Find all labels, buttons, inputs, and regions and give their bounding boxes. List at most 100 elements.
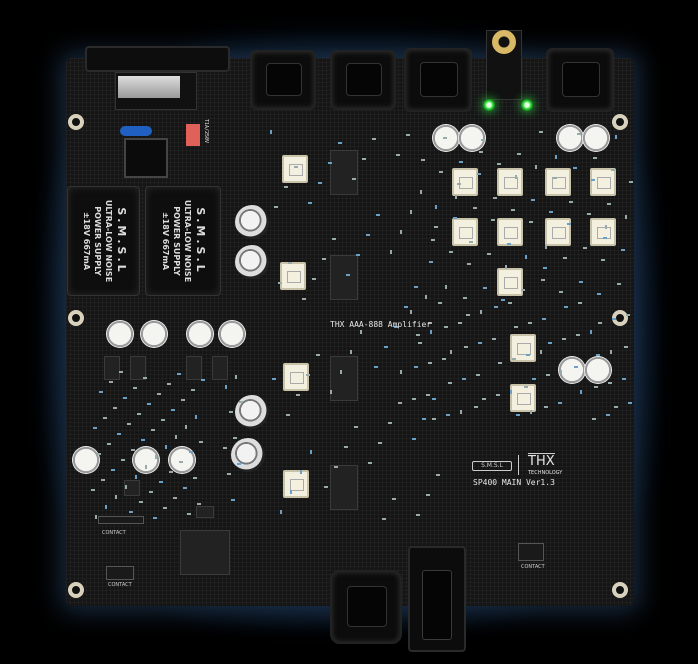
ic-chip bbox=[124, 480, 140, 496]
smd-component bbox=[318, 182, 322, 184]
rca-ring bbox=[492, 30, 516, 54]
smd-component bbox=[139, 501, 143, 503]
smd-component bbox=[455, 195, 457, 199]
ic-chip bbox=[196, 506, 214, 518]
xlr-output bbox=[330, 570, 402, 644]
mounting-hole bbox=[68, 582, 84, 598]
smd-component bbox=[622, 378, 626, 380]
smd-component bbox=[113, 407, 117, 409]
xlr-input-2 bbox=[330, 50, 396, 110]
relay bbox=[452, 168, 478, 196]
smd-component bbox=[621, 249, 625, 251]
contact-header-2 bbox=[106, 566, 134, 580]
smd-component bbox=[155, 455, 157, 459]
xlr-input-1 bbox=[250, 50, 316, 110]
smd-component bbox=[432, 398, 436, 400]
smd-component bbox=[497, 163, 501, 165]
smd-component bbox=[396, 154, 400, 156]
smd-component bbox=[428, 322, 432, 324]
smd-component bbox=[360, 330, 362, 334]
smd-component bbox=[300, 470, 302, 474]
smd-component bbox=[233, 437, 237, 439]
smd-component bbox=[101, 479, 105, 481]
smd-component bbox=[163, 507, 167, 509]
smd-component bbox=[434, 226, 438, 228]
electrolytic-capacitor bbox=[231, 438, 265, 472]
smd-component bbox=[606, 414, 610, 416]
smd-component bbox=[442, 358, 446, 360]
smd-component bbox=[398, 402, 402, 404]
smd-component bbox=[231, 499, 235, 501]
smd-component bbox=[480, 310, 482, 314]
small-capacitor bbox=[556, 124, 584, 152]
thx-logo: THX bbox=[528, 453, 555, 469]
ic-chip bbox=[186, 356, 202, 380]
fuse bbox=[186, 124, 200, 146]
smd-component bbox=[436, 474, 440, 476]
smd-component bbox=[372, 138, 376, 140]
smd-component bbox=[119, 371, 123, 373]
smd-component bbox=[346, 274, 350, 276]
contact-label-2: CONTACT bbox=[108, 582, 132, 588]
smd-component bbox=[171, 409, 175, 411]
relay bbox=[510, 334, 536, 362]
smd-component bbox=[462, 378, 466, 380]
transformer-small bbox=[124, 138, 168, 178]
smd-component bbox=[525, 255, 527, 259]
smd-component bbox=[199, 441, 203, 443]
smd-component bbox=[414, 366, 418, 368]
psu-brand: S.M.S.L bbox=[114, 207, 128, 275]
smd-component bbox=[583, 247, 587, 249]
smd-component bbox=[302, 298, 306, 300]
smd-component bbox=[418, 342, 422, 344]
smd-component bbox=[528, 322, 532, 324]
smd-component bbox=[366, 234, 370, 236]
relay bbox=[282, 155, 308, 183]
smd-component bbox=[432, 418, 436, 420]
smd-component bbox=[270, 130, 272, 134]
smd-component bbox=[189, 451, 193, 453]
smd-component bbox=[430, 330, 432, 334]
smd-component bbox=[111, 469, 115, 471]
smd-component bbox=[544, 406, 548, 408]
smd-component bbox=[555, 155, 557, 159]
smd-component bbox=[459, 161, 463, 163]
smd-component bbox=[478, 342, 482, 344]
small-capacitor bbox=[584, 356, 612, 384]
smd-component bbox=[382, 518, 386, 520]
smd-component bbox=[614, 406, 618, 408]
green-led-2 bbox=[521, 99, 533, 111]
smd-component bbox=[167, 383, 171, 385]
smd-component bbox=[193, 477, 197, 479]
smd-component bbox=[151, 429, 155, 431]
smd-component bbox=[290, 490, 292, 494]
smd-component bbox=[579, 281, 583, 283]
smd-component bbox=[608, 382, 612, 384]
xlr-input-4 bbox=[546, 48, 614, 112]
smd-component bbox=[526, 354, 530, 356]
smd-component bbox=[511, 209, 515, 211]
smd-component bbox=[91, 489, 95, 491]
smd-component bbox=[577, 133, 581, 135]
smd-component bbox=[496, 394, 500, 396]
smd-component bbox=[185, 425, 187, 429]
smd-component bbox=[412, 398, 416, 400]
smd-component bbox=[229, 411, 233, 413]
psu-line: ±18V 667mA bbox=[161, 211, 170, 271]
small-capacitor bbox=[186, 320, 214, 348]
smd-component bbox=[491, 219, 495, 221]
smd-component bbox=[227, 473, 231, 475]
smd-component bbox=[131, 449, 135, 451]
smd-component bbox=[592, 418, 596, 420]
smd-component bbox=[628, 402, 632, 404]
smd-component bbox=[286, 414, 290, 416]
smd-component bbox=[416, 334, 420, 336]
smd-component bbox=[453, 217, 457, 219]
smd-component bbox=[535, 165, 537, 169]
smd-component bbox=[567, 223, 571, 225]
smd-component bbox=[562, 338, 566, 340]
smd-component bbox=[474, 406, 478, 408]
smd-component bbox=[197, 503, 201, 505]
